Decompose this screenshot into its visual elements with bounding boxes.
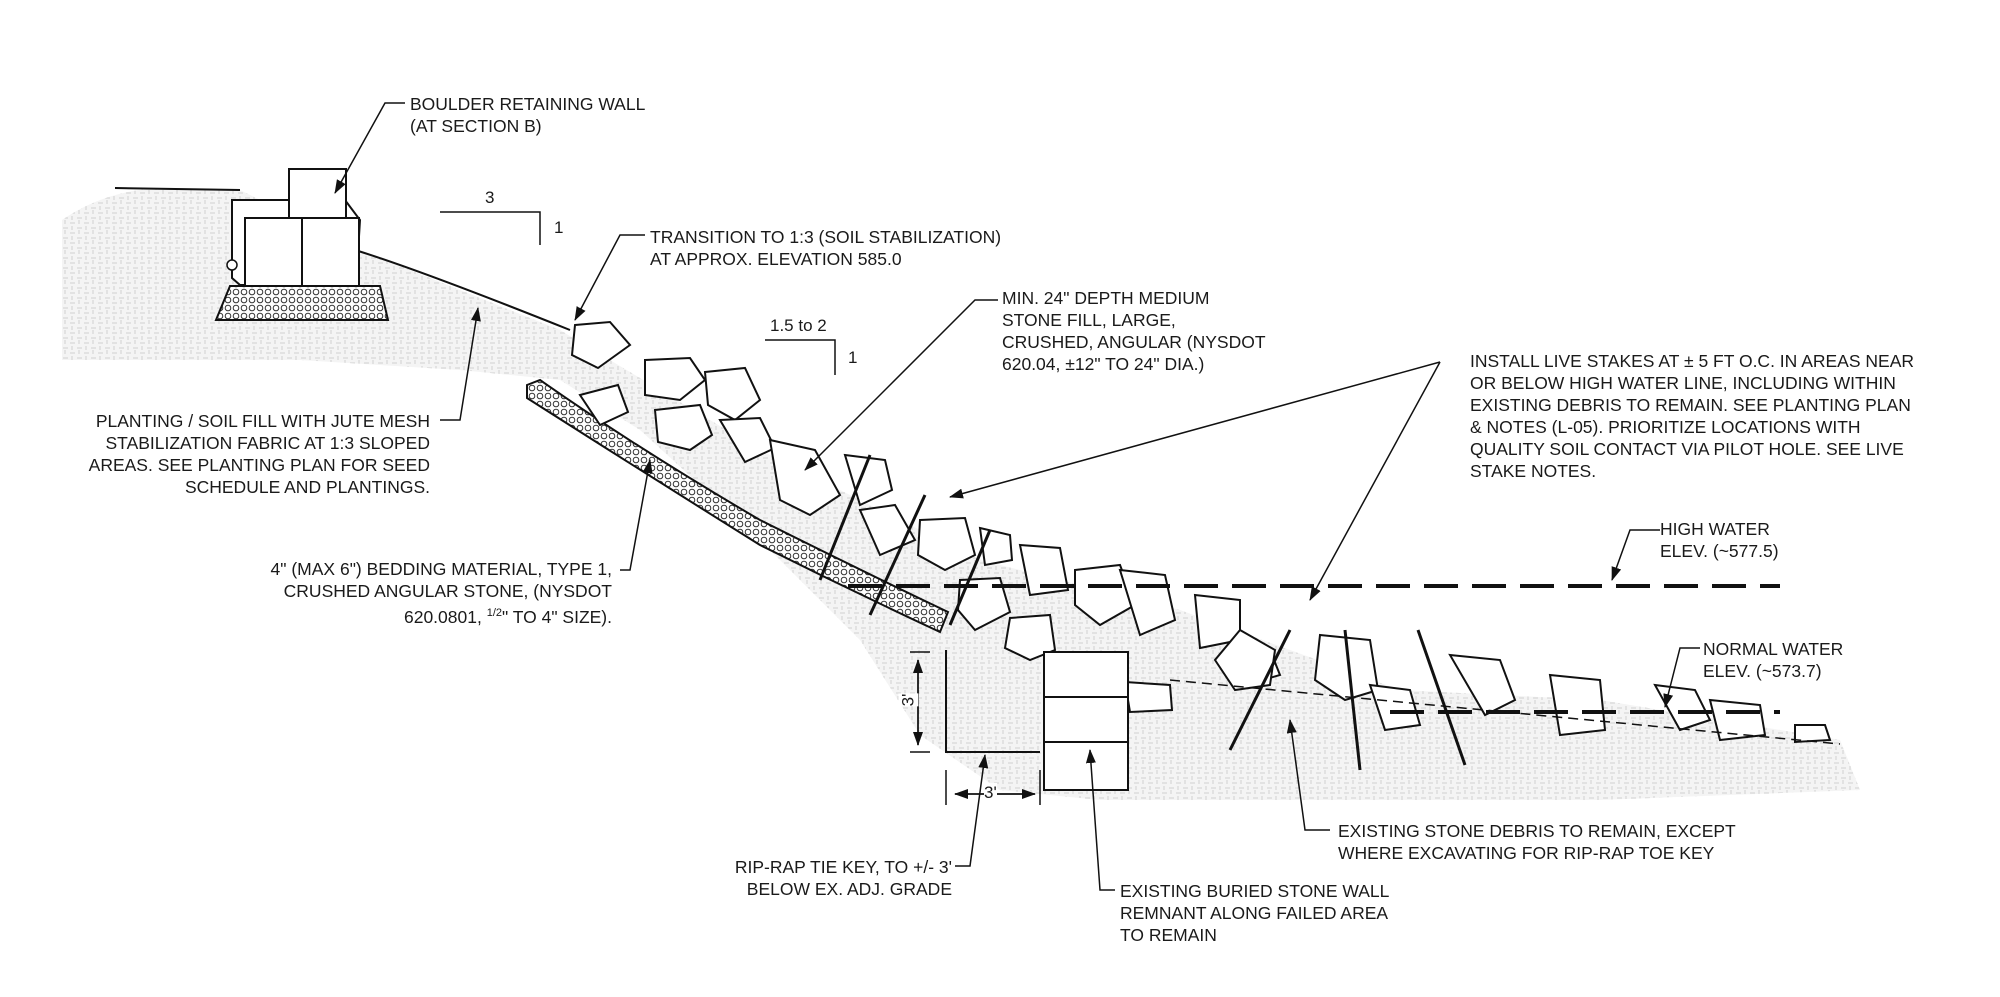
- note-text: 620.0801,: [403, 606, 487, 627]
- existing-grade-line: [114, 187, 241, 191]
- note-line: REMNANT ALONG FAILED AREA: [1120, 903, 1389, 923]
- note-text: " TO 4" SIZE).: [502, 606, 612, 627]
- note-line: INSTALL LIVE STAKES AT ± 5 FT O.C. IN AR…: [1470, 351, 1915, 371]
- note-line: CRUSHED ANGULAR STONE, (NYSDOT: [283, 581, 612, 601]
- note-high-water: HIGH WATER ELEV. (~577.5): [1660, 518, 1779, 562]
- note-line: 4" (MAX 6") BEDDING MATERIAL, TYPE 1,: [270, 559, 612, 579]
- bedding-layer: [526, 378, 950, 634]
- note-line: STONE FILL, LARGE,: [1002, 310, 1176, 330]
- slope-symbol-upper: [440, 211, 541, 245]
- dimension-key-width-label: 3': [984, 783, 997, 803]
- note-line: CRUSHED, ANGULAR (NYSDOT: [1002, 332, 1266, 352]
- note-boulder-wall: BOULDER RETAINING WALL (AT SECTION B): [410, 93, 645, 137]
- note-line: QUALITY SOIL CONTACT VIA PILOT HOLE. SEE…: [1470, 439, 1904, 459]
- note-bedding: 4" (MAX 6") BEDDING MATERIAL, TYPE 1, CR…: [200, 558, 612, 628]
- soil-fill: [62, 188, 1860, 800]
- note-line: WHERE EXCAVATING FOR RIP-RAP TOE KEY: [1338, 843, 1715, 863]
- note-line: AT APPROX. ELEVATION 585.0: [650, 249, 902, 269]
- note-line: NORMAL WATER: [1703, 639, 1844, 659]
- note-line: MIN. 24" DEPTH MEDIUM: [1002, 288, 1210, 308]
- slope-lower-rise: 1: [848, 348, 858, 367]
- note-transition: TRANSITION TO 1:3 (SOIL STABILIZATION) A…: [650, 226, 1001, 270]
- note-live-stakes: INSTALL LIVE STAKES AT ± 5 FT O.C. IN AR…: [1470, 350, 1914, 482]
- existing-grade-dashed: [1169, 679, 1841, 745]
- tie-key-outline: [945, 650, 1040, 753]
- note-line: SCHEDULE AND PLANTINGS.: [184, 477, 430, 497]
- note-normal-water: NORMAL WATER ELEV. (~573.7): [1703, 638, 1843, 682]
- note-line: & NOTES (L-05). PRIORITIZE LOCATIONS WIT…: [1470, 417, 1861, 437]
- note-line: 620.0801, 1/2" TO 4" SIZE).: [200, 602, 612, 628]
- note-planting: PLANTING / SOIL FILL WITH JUTE MESH STAB…: [50, 410, 430, 498]
- finished-slope-line: [354, 249, 571, 331]
- fraction-half: 1/2: [486, 607, 502, 619]
- note-existing-debris: EXISTING STONE DEBRIS TO REMAIN, EXCEPT …: [1338, 820, 1736, 864]
- slope-lower-run: 1.5 to 2: [770, 316, 827, 335]
- note-line: ELEV. (~573.7): [1703, 661, 1822, 681]
- note-buried-wall: EXISTING BURIED STONE WALL REMNANT ALONG…: [1120, 880, 1389, 946]
- note-line: (AT SECTION B): [410, 116, 542, 136]
- note-line: RIP-RAP TIE KEY, TO +/- 3': [734, 857, 952, 877]
- note-stone-fill: MIN. 24" DEPTH MEDIUM STONE FILL, LARGE,…: [1002, 287, 1266, 375]
- note-line: TRANSITION TO 1:3 (SOIL STABILIZATION): [650, 227, 1002, 247]
- note-line: EXISTING BURIED STONE WALL: [1120, 881, 1390, 901]
- note-line: PLANTING / SOIL FILL WITH JUTE MESH: [95, 411, 430, 431]
- leader-lines: [334, 102, 1700, 891]
- note-tie-key: RIP-RAP TIE KEY, TO +/- 3' BELOW EX. ADJ…: [640, 856, 952, 900]
- note-line: STABILIZATION FABRIC AT 1:3 SLOPED: [105, 433, 431, 453]
- dimension-key-depth-label: 3': [898, 693, 919, 707]
- note-line: 620.04, ±12" TO 24" DIA.): [1002, 354, 1205, 374]
- note-line: EXISTING STONE DEBRIS TO REMAIN, EXCEPT: [1338, 821, 1736, 841]
- note-line: ELEV. (~577.5): [1660, 541, 1779, 561]
- note-line: HIGH WATER: [1660, 519, 1770, 539]
- boulder-retaining-wall: [214, 168, 390, 321]
- slope-upper-rise: 1: [554, 218, 564, 237]
- note-line: TO REMAIN: [1120, 925, 1217, 945]
- note-line: BOULDER RETAINING WALL: [410, 94, 646, 114]
- slope-symbol-lower: [765, 339, 836, 375]
- buried-stone-wall: [1043, 651, 1129, 791]
- note-line: STAKE NOTES.: [1470, 461, 1597, 481]
- slope-upper-run: 3: [485, 188, 495, 207]
- live-stakes: [818, 454, 1467, 771]
- note-line: OR BELOW HIGH WATER LINE, INCLUDING WITH…: [1470, 373, 1896, 393]
- note-line: AREAS. SEE PLANTING PLAN FOR SEED: [88, 455, 430, 475]
- note-line: BELOW EX. ADJ. GRADE: [746, 879, 952, 899]
- note-line: EXISTING DEBRIS TO REMAIN. SEE PLANTING …: [1470, 395, 1911, 415]
